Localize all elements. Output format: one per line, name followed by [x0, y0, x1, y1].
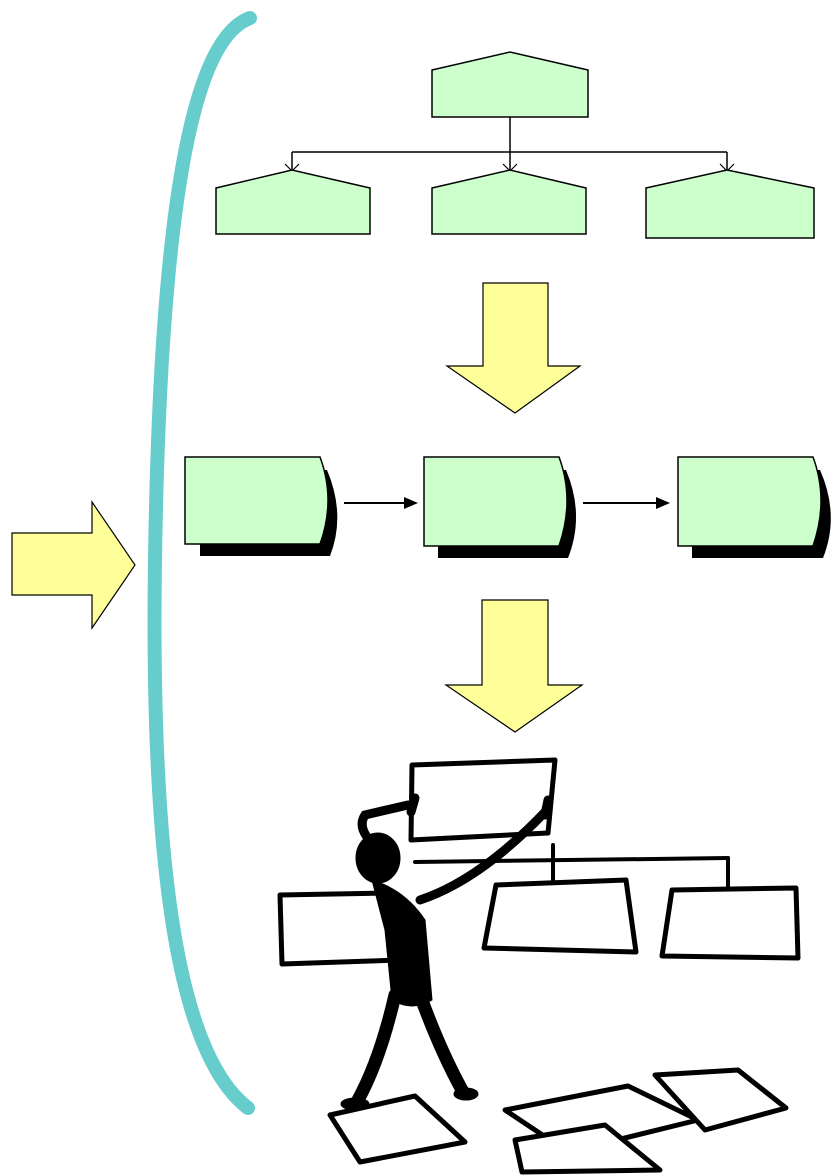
flow-arrowhead — [404, 497, 418, 509]
hierarchy-child-box — [215, 169, 371, 235]
left-bracket-icon — [147, 11, 257, 1115]
person-silhouette — [340, 800, 550, 1111]
process-step-box — [184, 456, 329, 545]
person-arranging-charts-icon — [277, 757, 801, 1175]
process-step-box — [677, 456, 822, 547]
down-arrow-icon — [445, 282, 582, 414]
hierarchy-child-box — [645, 169, 815, 239]
flow-arrowhead — [656, 497, 670, 509]
hierarchy-child-box — [431, 169, 587, 235]
hierarchy-root-box — [431, 51, 589, 118]
process-step-box — [423, 456, 568, 547]
right-arrow-icon — [11, 500, 136, 630]
process-chain — [184, 456, 831, 558]
hierarchy-chart — [215, 51, 815, 239]
down-arrow-icon — [444, 599, 584, 733]
